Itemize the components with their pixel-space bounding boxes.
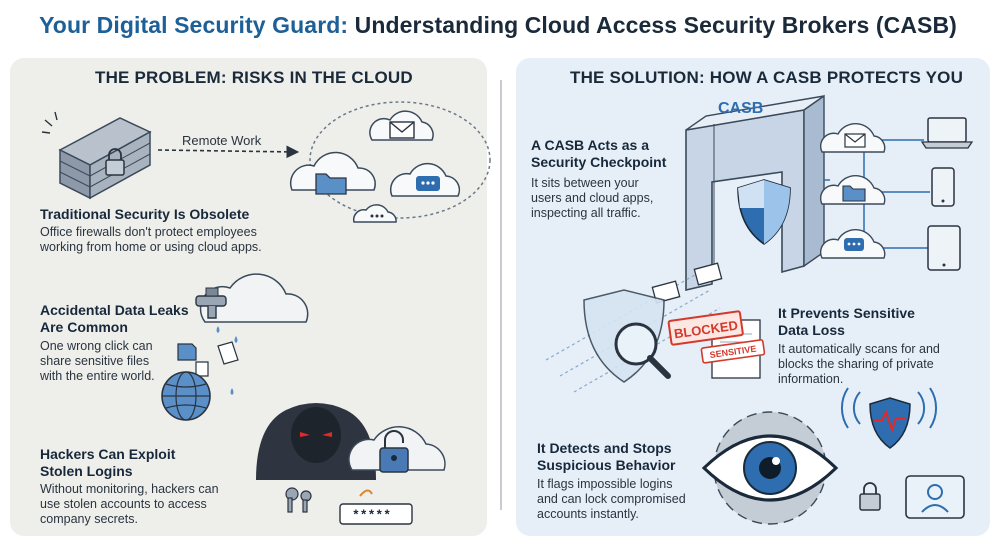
envelope-icon [389, 121, 415, 139]
keys-icon [285, 487, 312, 513]
faucet-icon [195, 287, 227, 319]
chat-icon [416, 176, 440, 191]
solution-1-desc-line-1: It sits between your [531, 176, 639, 190]
folder-icon [315, 173, 347, 195]
problem-3-desc-line-3: company secrets. [40, 512, 138, 526]
broken-cloud-lock-icon [348, 426, 446, 473]
problem-1-title: Traditional Security Is Obsolete [40, 206, 250, 222]
solution-3-desc-line-2: and can lock compromised [537, 492, 686, 506]
cloud-chat-icon [819, 228, 886, 259]
title-part-1: Your Digital Security Guard: [39, 12, 349, 38]
solution-1-title-line-2: Security Checkpoint [531, 154, 667, 170]
cloud-folder-icon [819, 174, 886, 205]
casb-label: CASB [718, 100, 764, 117]
password-field: ***** [339, 503, 413, 525]
cloud-cluster-icon [289, 101, 491, 223]
water-drops-icon [216, 326, 238, 395]
solution-1-desc-line-2: users and cloud apps, [531, 191, 654, 205]
lock-icon [105, 148, 125, 176]
falling-documents-icon [177, 341, 239, 377]
phone-icon [931, 167, 955, 207]
solution-heading: THE SOLUTION: HOW A CASB PROTECTS YOU [570, 68, 964, 87]
problem-3-desc-line-2: use stolen accounts to access [40, 497, 207, 511]
problem-1-desc-line-2: working from home or using cloud apps. [40, 240, 262, 254]
solution-2-desc-line-1: It automatically scans for and [778, 342, 940, 356]
blocked-document-icon: BLOCKED SENSITIVE [667, 310, 766, 379]
remote-work-label: Remote Work [182, 133, 262, 148]
cursor-arrow-icon [359, 489, 373, 497]
globe-icon [161, 371, 211, 421]
password-mask: ***** [352, 508, 391, 523]
padlock-icon [859, 482, 881, 511]
sparkle-icon [41, 111, 58, 134]
panel-divider [500, 80, 502, 510]
eye-gear-icon [701, 411, 839, 525]
security-gate-icon [685, 94, 825, 292]
problem-3-title-line-1: Hackers Can Exploit [40, 446, 176, 462]
solution-3-title-line-1: It Detects and Stops [537, 440, 672, 456]
solution-2-desc-line-2: blocks the sharing of private [778, 357, 934, 371]
problem-heading: THE PROBLEM: RISKS IN THE CLOUD [95, 68, 413, 87]
title-part-2: Understanding Cloud Access Security Brok… [354, 12, 957, 38]
solution-3-title-line-2: Suspicious Behavior [537, 457, 676, 473]
solution-1-title-line-1: A CASB Acts as a [531, 137, 650, 153]
firewall-icon [58, 117, 152, 200]
solution-2-desc-line-3: information. [778, 372, 844, 386]
problem-2-title-line-1: Accidental Data Leaks [40, 302, 189, 318]
solution-3-desc-line-3: accounts instantly. [537, 507, 639, 521]
solution-3-desc-line-1: It flags impossible logins [537, 477, 673, 491]
problem-2-title-line-2: Are Common [40, 319, 128, 335]
problem-1-desc-line-1: Office firewalls don't protect employees [40, 225, 257, 239]
problem-3-title-line-2: Stolen Logins [40, 463, 133, 479]
cloud-envelope-icon [819, 122, 886, 153]
radar-shield-icon [841, 387, 937, 449]
magnifier-icon [614, 322, 671, 379]
laptop-icon [920, 117, 974, 149]
shield-icon [737, 179, 791, 245]
solution-2-title-line-1: It Prevents Sensitive [778, 305, 915, 321]
envelope-stream-icon [651, 262, 723, 304]
problem-2-desc-line-3: with the entire world. [40, 369, 155, 383]
solution-1-desc-line-3: inspecting all traffic. [531, 206, 641, 220]
hacker-icon [256, 403, 376, 480]
problem-2-desc-line-2: share sensitive files [40, 354, 150, 368]
problem-2-desc-line-1: One wrong click can [40, 339, 153, 353]
solution-2-title-line-2: Data Loss [778, 322, 845, 338]
page-title: Your Digital Security Guard: Understandi… [0, 12, 996, 39]
problem-3-desc-line-1: Without monitoring, hackers can [40, 482, 219, 496]
chat-small-icon [370, 214, 384, 218]
remote-work-arrow [157, 145, 300, 159]
tablet-icon [927, 225, 961, 271]
user-profile-icon [905, 475, 965, 519]
